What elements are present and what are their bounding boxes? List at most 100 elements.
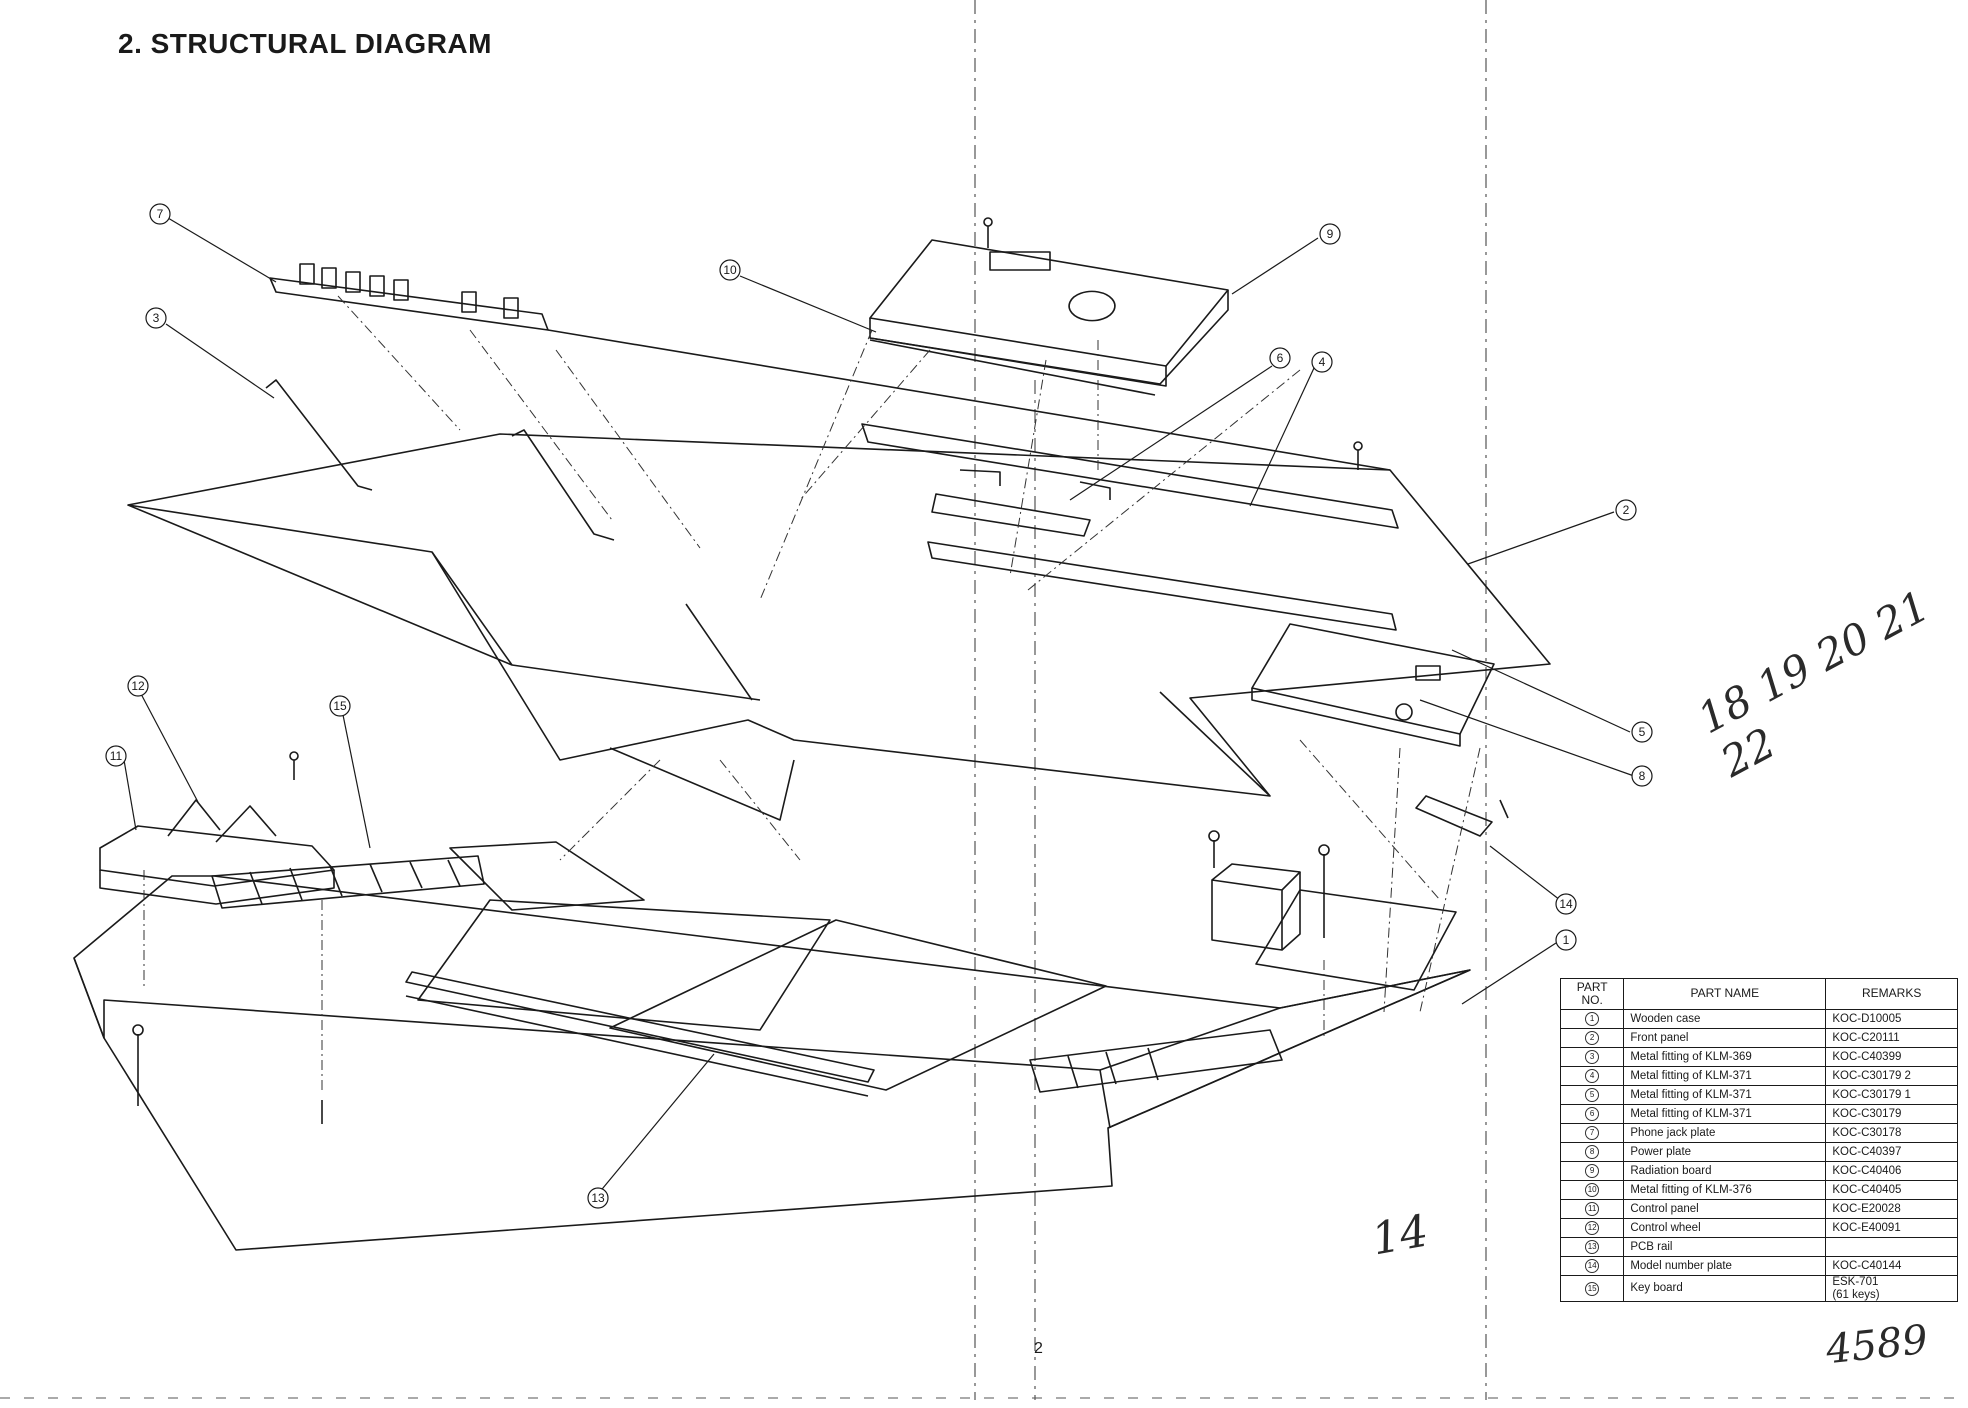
callout-13 xyxy=(587,1187,609,1209)
control-panel xyxy=(99,799,335,905)
page-title: 2. STRUCTURAL DIAGRAM xyxy=(118,28,492,59)
callout-3-label: 3 xyxy=(153,311,160,325)
callout-3 xyxy=(145,307,167,329)
part-remarks: KOC-C40144 xyxy=(1825,1256,1958,1276)
radiation-board xyxy=(869,239,1229,396)
part-number: 11 xyxy=(1585,1202,1600,1216)
header-part-no: PART NO. xyxy=(1559,978,1625,1010)
part-number: 3 xyxy=(1585,1050,1600,1064)
part-number: 7 xyxy=(1585,1126,1600,1140)
part-remarks: KOC-C20111 xyxy=(1825,1028,1958,1048)
part-remarks: KOC-C40406 xyxy=(1825,1161,1958,1181)
part-remarks: KOC-C40397 xyxy=(1825,1142,1958,1162)
leader-lines xyxy=(123,217,1635,1195)
callout-7-label: 7 xyxy=(157,207,164,221)
part-name: Model number plate xyxy=(1623,1256,1827,1276)
part-remarks: KOC-C30178 xyxy=(1825,1123,1958,1143)
handwritten-note-bottom: 14 xyxy=(1367,1205,1433,1266)
metal-fitting-rails xyxy=(861,423,1399,631)
part-name: Power plate xyxy=(1623,1142,1827,1162)
part-number: 2 xyxy=(1585,1031,1600,1045)
part-name: Metal fitting of KLM-371 xyxy=(1623,1104,1827,1124)
callout-9 xyxy=(1319,223,1341,245)
part-remarks: KOC-E20028 xyxy=(1825,1199,1958,1219)
callout-8 xyxy=(1631,765,1653,787)
part-remarks: KOC-C40405 xyxy=(1825,1180,1958,1200)
callout-11-label: 11 xyxy=(110,749,123,763)
wooden-case xyxy=(73,875,1471,1251)
screws xyxy=(132,441,1509,1124)
part-number: 4 xyxy=(1585,1069,1600,1083)
callout-5 xyxy=(1631,721,1653,743)
part-number: 9 xyxy=(1585,1164,1600,1178)
callout-12 xyxy=(127,675,149,697)
part-name: Metal fitting of KLM-371 xyxy=(1623,1066,1827,1086)
part-name: Phone jack plate xyxy=(1623,1123,1827,1143)
part-number: 15 xyxy=(1585,1281,1600,1296)
model-number-plate xyxy=(1415,795,1493,837)
power-plate xyxy=(1251,623,1495,747)
metal-fitting-klm369 xyxy=(511,429,615,541)
part-remarks: ESK-701 (61 keys) xyxy=(1832,1276,1880,1301)
part-name: Control panel xyxy=(1623,1199,1827,1219)
left-keys xyxy=(211,855,485,909)
callout-10-label: 10 xyxy=(723,263,737,277)
right-keys xyxy=(1029,1029,1283,1093)
callout-13-label: 13 xyxy=(591,1191,605,1205)
callout-9-label: 9 xyxy=(1327,227,1334,241)
callout-7 xyxy=(149,203,171,225)
callout-1 xyxy=(1555,929,1577,951)
pcb-boards xyxy=(417,841,1457,1091)
part-name: Control wheel xyxy=(1623,1218,1827,1238)
part-remarks: KOC-C30179 xyxy=(1825,1104,1958,1124)
part-name: Radiation board xyxy=(1623,1161,1827,1181)
callout-10 xyxy=(719,259,741,281)
header-part-name: PART NAME xyxy=(1623,978,1827,1010)
phone-jack-plate xyxy=(269,263,549,331)
page-number: 2 xyxy=(1034,1340,1043,1357)
part-remarks: KOC-C40399 xyxy=(1825,1047,1958,1067)
part-name: Metal fitting of KLM-369 xyxy=(1623,1047,1827,1067)
part-remarks: KOC-D10005 xyxy=(1825,1009,1958,1029)
callout-2 xyxy=(1615,499,1637,521)
part-number: 8 xyxy=(1585,1145,1600,1159)
part-number: 14 xyxy=(1585,1259,1600,1273)
part-number: 10 xyxy=(1585,1183,1600,1197)
part-name: Front panel xyxy=(1623,1028,1827,1048)
part-remarks: KOC-C30179 2 xyxy=(1825,1066,1958,1086)
callout-5-label: 5 xyxy=(1639,725,1646,739)
part-name: PCB rail xyxy=(1623,1237,1827,1257)
transformer xyxy=(1211,863,1301,951)
part-name: Metal fitting of KLM-371 xyxy=(1623,1085,1827,1105)
callout-4 xyxy=(1311,351,1333,373)
part-name: Key board xyxy=(1623,1274,1827,1303)
part-remarks xyxy=(1825,1237,1958,1257)
part-number: 12 xyxy=(1585,1221,1600,1235)
callout-15 xyxy=(329,695,351,717)
metal-fitting-klm369 xyxy=(265,379,373,491)
callout-8-label: 8 xyxy=(1639,769,1646,783)
front-panel xyxy=(127,433,1551,821)
part-name: Wooden case xyxy=(1623,1009,1827,1029)
callout-6-label: 6 xyxy=(1277,351,1284,365)
assembly-guides xyxy=(143,295,1481,1094)
callout-2-label: 2 xyxy=(1623,503,1630,517)
part-remarks: KOC-C30179 1 xyxy=(1825,1085,1958,1105)
